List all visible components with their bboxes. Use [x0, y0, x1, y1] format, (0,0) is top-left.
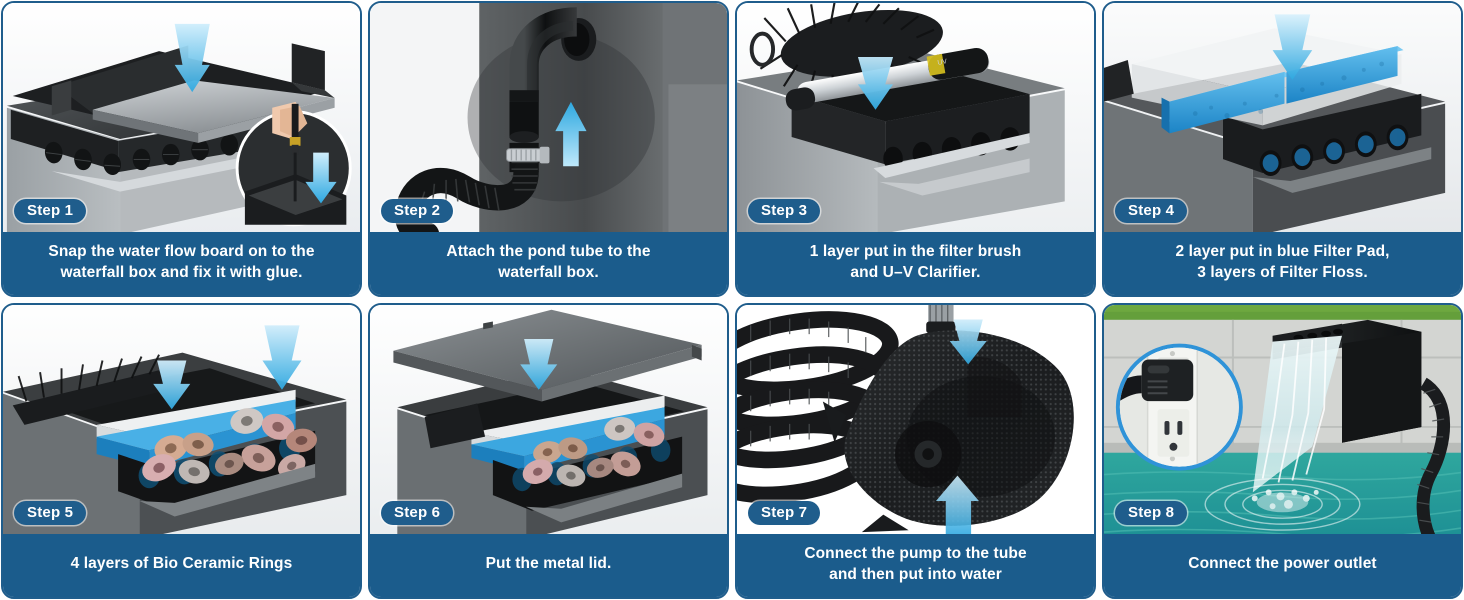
step-caption-6-text: Put the metal lid.	[485, 555, 612, 573]
power-plug-inset	[1115, 343, 1243, 471]
step-caption-7: Connect the pump to the tube and then pu…	[737, 534, 1094, 597]
pump-and-tube-scene	[737, 305, 1094, 534]
mesh-pump-bag	[822, 330, 1074, 533]
step-badge-2: Step 2	[381, 199, 454, 223]
power-plug	[1141, 359, 1194, 402]
svg-text:UV: UV	[937, 58, 948, 67]
down-arrow-icon	[174, 23, 210, 93]
step-badge-6: Step 6	[381, 501, 454, 525]
waterfall-box-flow-board-scene	[3, 3, 360, 232]
uv-clarifier-tube: UV	[785, 47, 990, 111]
up-arrow-icon	[555, 101, 587, 167]
down-arrow-icon	[857, 57, 894, 110]
bio-ceramic-rings	[522, 416, 665, 487]
step-caption-4-text: 2 layer put in blue Filter Pad, 3 layers…	[1175, 242, 1390, 281]
step-caption-5-text: 4 layers of Bio Ceramic Rings	[70, 555, 293, 573]
step-panel-1: Step 1 Snap the water flow board on to t…	[1, 1, 362, 297]
hose-clamp-icon	[506, 146, 550, 164]
step-caption-1: Snap the water flow board on to the wate…	[3, 232, 360, 295]
step-caption-4: 2 layer put in blue Filter Pad, 3 layers…	[1104, 232, 1461, 295]
step-3-illustration: UV Step 3	[737, 3, 1094, 232]
step-2-illustration: Step 2	[370, 3, 727, 232]
step-caption-3-text: 1 layer put in the filter brush and U–V …	[809, 242, 1022, 281]
step-caption-3: 1 layer put in the filter brush and U–V …	[737, 232, 1094, 295]
step-caption-8: Connect the power outlet	[1104, 534, 1461, 597]
step-panel-7: Step 7 Connect the pump to the tube and …	[735, 303, 1096, 599]
step-badge-5: Step 5	[14, 501, 87, 525]
step-caption-1-text: Snap the water flow board on to the wate…	[48, 242, 315, 281]
blue-filter-pad-scene	[1104, 3, 1461, 232]
step-caption-6: Put the metal lid.	[370, 534, 727, 597]
step-panel-8: Step 8 Connect the power outlet	[1102, 303, 1463, 599]
step-caption-8-text: Connect the power outlet	[1188, 555, 1377, 573]
step-panel-4: Step 4 2 layer put in blue Filter Pad, 3…	[1102, 1, 1463, 297]
blue-filter-pad	[1161, 46, 1404, 134]
step-caption-7-text: Connect the pump to the tube and then pu…	[804, 544, 1027, 583]
step-badge-8: Step 8	[1115, 501, 1188, 525]
bio-ceramic-rings	[142, 408, 318, 484]
step-7-illustration: Step 7	[737, 305, 1094, 534]
down-arrow-icon	[949, 319, 987, 365]
filter-brush-icon	[12, 354, 169, 425]
down-arrow-icon	[153, 325, 302, 410]
step-badge-1: Step 1	[14, 199, 87, 223]
bio-ceramic-rings-scene	[3, 305, 360, 534]
step-badge-3: Step 3	[748, 199, 821, 223]
step-caption-5: 4 layers of Bio Ceramic Rings	[3, 534, 360, 597]
step-caption-2: Attach the pond tube to the waterfall bo…	[370, 232, 727, 295]
step-1-illustration: Step 1	[3, 3, 360, 232]
step-caption-2-text: Attach the pond tube to the waterfall bo…	[446, 242, 651, 281]
step-8-illustration: Step 8	[1104, 305, 1461, 534]
pond-tube-elbow-scene	[370, 3, 727, 232]
step-panel-5: Step 5 4 layers of Bio Ceramic Rings	[1, 303, 362, 599]
filter-brush-icon	[749, 3, 943, 97]
step-badge-4: Step 4	[1115, 199, 1188, 223]
glue-applicator-inset	[235, 101, 352, 227]
metal-lid-scene	[370, 305, 727, 534]
step-panel-6: Step 6 Put the metal lid.	[368, 303, 729, 599]
step-5-illustration: Step 5	[3, 305, 360, 534]
down-arrow-icon	[1272, 14, 1313, 80]
up-arrow-icon	[935, 475, 979, 534]
step-badge-7: Step 7	[748, 501, 821, 525]
step-panel-2: Step 2 Attach the pond tube to the water…	[368, 1, 729, 297]
power-cord	[1119, 375, 1142, 414]
filter-brush-uv-clarifier-scene: UV	[737, 3, 1094, 232]
step-4-illustration: Step 4	[1104, 3, 1461, 232]
step-panel-3: UV Step 3 1 layer put in the filter brus…	[735, 1, 1096, 297]
installed-waterfall-pool-scene	[1104, 305, 1461, 534]
step-6-illustration: Step 6	[370, 305, 727, 534]
